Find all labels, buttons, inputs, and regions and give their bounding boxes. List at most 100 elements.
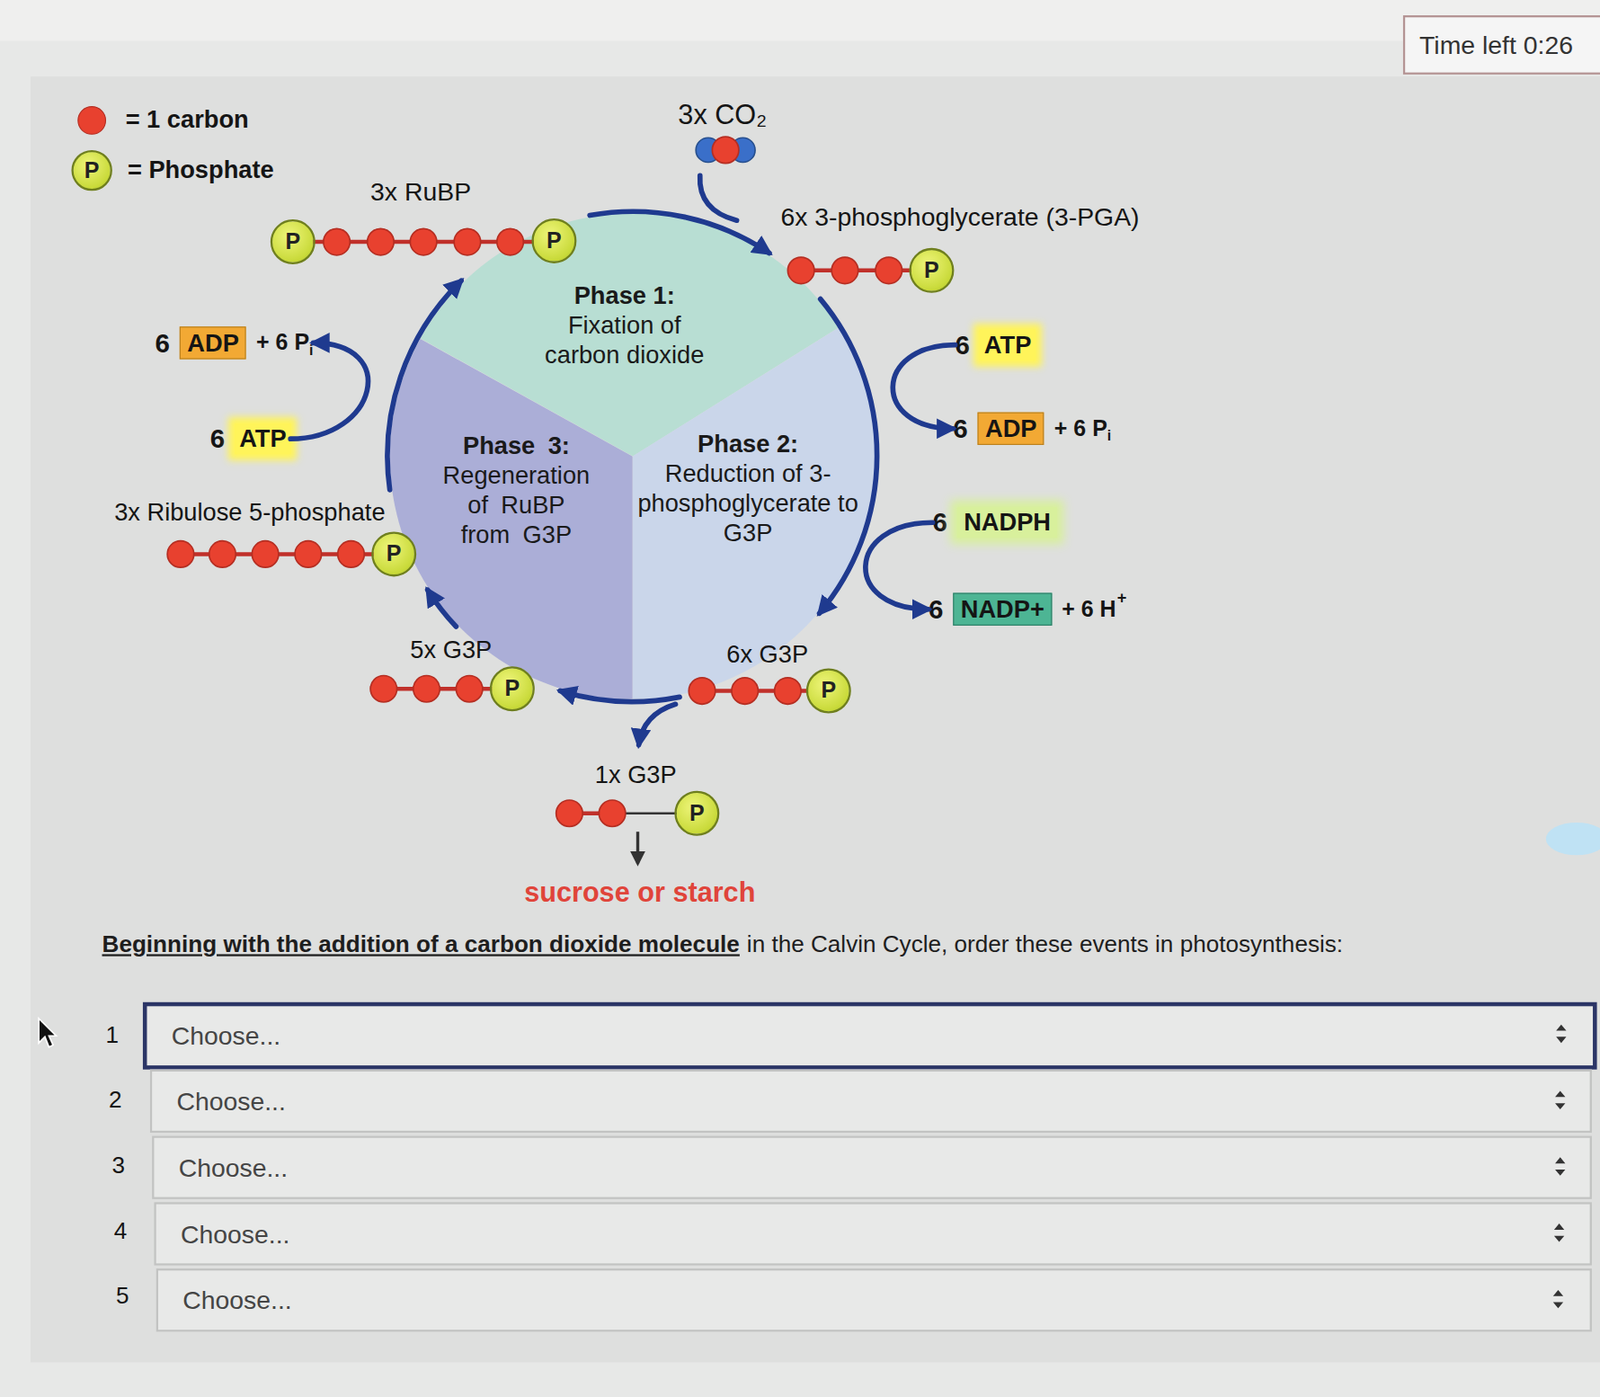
phosphate-group: P (371, 531, 417, 577)
text-label: 1x G3P (595, 760, 677, 790)
molecule-count-number: 6 (933, 506, 948, 539)
phase-text: Phase 3:Regeneration of RuBP from G3P (439, 430, 593, 550)
cycle-arc (387, 280, 462, 490)
select-arrow (1555, 1091, 1565, 1110)
phosphate-group: P (531, 218, 577, 264)
subscript: i (309, 341, 313, 358)
phase-heading: Phase 3: (439, 430, 593, 461)
molecule-extra: + 6 H (1061, 595, 1116, 623)
text-label: 3x RuBP (370, 177, 472, 207)
carbon-atom (831, 257, 859, 285)
carbon-atom (731, 677, 759, 705)
phase-description: Fixation of carbon dioxide (527, 310, 722, 370)
phosphate-letter: P (689, 800, 705, 827)
molecule-name: ATP (235, 423, 292, 454)
sector-fill (390, 337, 633, 699)
select-placeholder: Choose... (171, 1021, 281, 1051)
cycle-arc (819, 299, 878, 614)
co2-inlet (700, 175, 738, 221)
select-arrows (1553, 1024, 1567, 1309)
text-label: 5 (115, 1281, 130, 1310)
timer-text: Time left 0:26 (1419, 29, 1574, 60)
phase-text: Phase 1:Fixation of carbon dioxide (527, 280, 722, 370)
answer-select: Choose... (156, 1268, 1592, 1332)
phosphate-letter: P (546, 227, 562, 255)
phosphate-letter: P (386, 541, 402, 569)
phosphate-group: P (674, 791, 720, 836)
phosphate-letter: P (924, 257, 940, 285)
carbon-atom (455, 675, 483, 703)
carbon-atom (413, 675, 441, 703)
phosphate-group: P (270, 219, 316, 265)
top-strip (0, 0, 1600, 41)
text-label: 2 (108, 1085, 123, 1114)
cycle-arc (589, 211, 770, 253)
phase-description: Regeneration of RuBP from G3P (439, 460, 593, 550)
text-label: 4 (114, 1217, 128, 1245)
phosphate-letter: P (505, 675, 521, 703)
carbon-atom (251, 541, 279, 569)
molecule-name: ADP (977, 412, 1044, 445)
carbon-chains (167, 228, 932, 827)
carbon-atom (337, 541, 365, 569)
reaction-arrow (865, 522, 934, 609)
select-placeholder: Choose... (182, 1285, 292, 1316)
phosphate-letter: P (84, 157, 100, 185)
cycle-arc (427, 589, 457, 627)
glare (1546, 822, 1600, 855)
text-label: 1 (106, 1021, 120, 1049)
molecule-name: ATP (979, 329, 1036, 361)
phosphate-group: P (71, 150, 112, 191)
molecule-count-number: 6 (928, 593, 943, 625)
molecule-name: NADP+ (953, 593, 1052, 626)
molecule-extra: + 6 P (256, 329, 310, 357)
phase-description: Reduction of 3-phosphoglycerate to G3P (634, 458, 862, 548)
answer-select: Choose... (150, 1069, 1592, 1133)
co2-molecule (695, 136, 756, 164)
answer-select: Choose... (151, 1135, 1592, 1199)
molecule-name: ADP (179, 326, 246, 359)
carbon-atom (787, 257, 815, 285)
select-arrow (1555, 1156, 1565, 1175)
mouse-cursor (38, 1018, 56, 1048)
select-arrow (1555, 1024, 1566, 1043)
molecule-count: 6 NADPH (933, 502, 1058, 543)
question-text: in the Calvin Cycle, order these events … (746, 930, 1343, 959)
carbon-atom (370, 675, 398, 703)
subscript: i (1107, 427, 1112, 445)
molecule-name: NADPH (957, 506, 1058, 538)
select-placeholder: Choose... (180, 1218, 290, 1249)
text-label: 6x 3-phosphoglycerate (3-PGA) (780, 202, 1139, 232)
molecule-count: 6 ATP (955, 324, 1036, 365)
carbon-atom (167, 541, 195, 569)
text-label: sucrose or starch (524, 877, 756, 909)
molecule-count: 6ATP (210, 417, 291, 459)
text-label: 3 (111, 1151, 125, 1180)
cycle-arrows (387, 175, 878, 745)
select-placeholder: Choose... (178, 1152, 288, 1183)
molecule-extra: + 6 P (1054, 415, 1108, 443)
phosphate-letter: P (820, 677, 836, 705)
sector-fill (632, 327, 876, 699)
phosphate-group: P (806, 668, 852, 714)
molecule-count: 6ADP+ 6 Pi (155, 322, 314, 364)
reaction-arrow (892, 345, 955, 429)
carbon-atom (367, 228, 395, 256)
molecule-count-number: 6 (955, 328, 970, 361)
answer-select: Choose... (142, 1002, 1598, 1070)
select-arrow (1553, 1289, 1564, 1308)
phosphate-group: P (489, 666, 535, 712)
cycle-arc (560, 691, 680, 703)
text-label: 5x G3P (409, 635, 492, 665)
select-placeholder: Choose... (176, 1085, 285, 1116)
superscript: + (1117, 588, 1128, 607)
content-panel (30, 76, 1600, 1362)
molecule-count: 6 NADP+ + 6 H+ (928, 588, 1127, 630)
text-label: 3x CO₂ (677, 99, 767, 132)
select-arrow (1554, 1223, 1565, 1242)
